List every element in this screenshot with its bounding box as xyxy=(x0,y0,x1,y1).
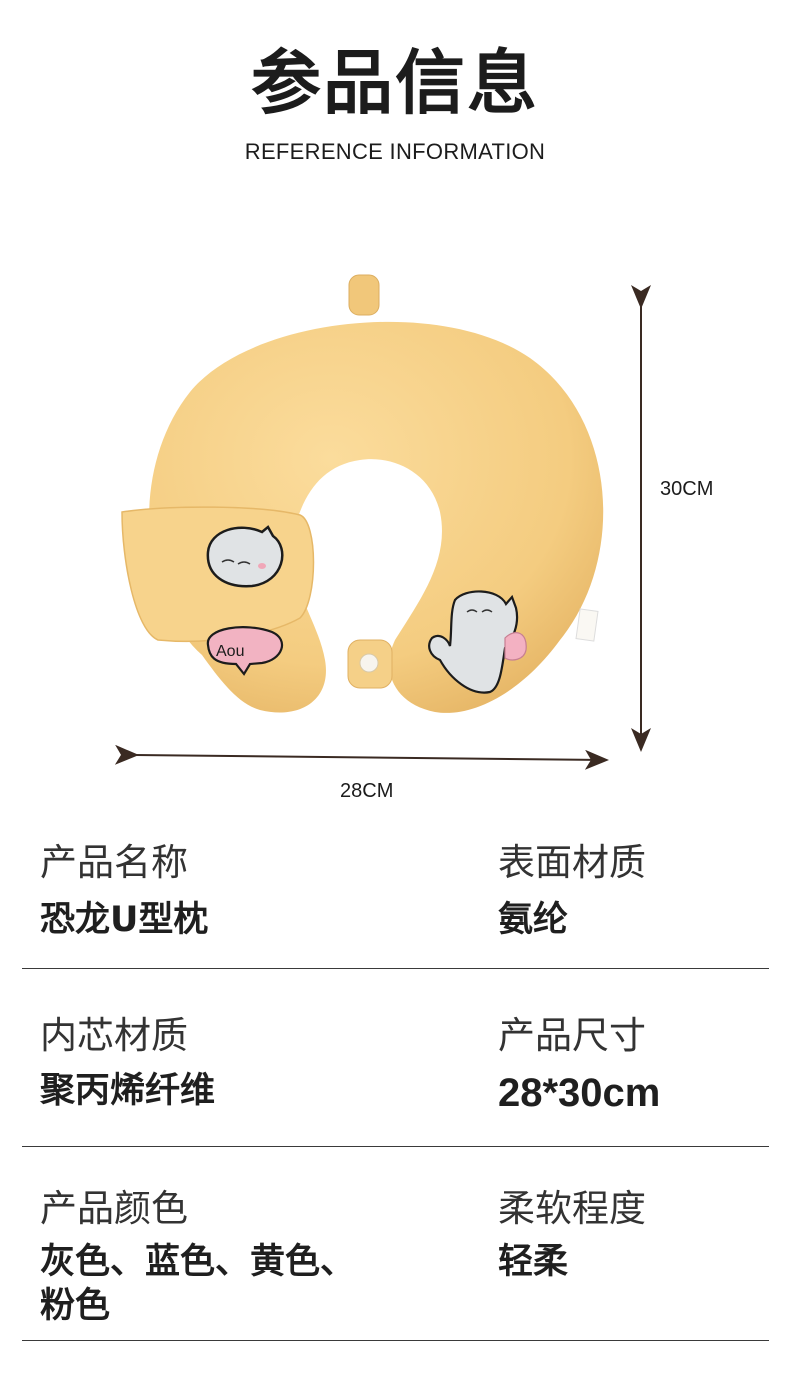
page-title: 参品信息 xyxy=(251,42,539,124)
height-label: 30CM xyxy=(660,478,714,500)
pillow-loop xyxy=(348,274,380,316)
bubble-text: Aou xyxy=(216,643,244,660)
spec-label-softness: 柔软程度 xyxy=(498,1187,646,1230)
speech-bubble-patch: Aou xyxy=(206,626,284,676)
spec-label-core: 内芯材质 xyxy=(40,1014,188,1057)
spec-value-core: 聚丙烯纤维 xyxy=(40,1071,216,1111)
spec-value-name: 恐龙U型枕 xyxy=(40,900,209,940)
width-arrow xyxy=(114,744,609,770)
pillow-button xyxy=(359,653,379,673)
spec-row-name-material: 产品名称 恐龙U型枕 表面材质 氨纶 xyxy=(22,835,769,969)
width-label: 28CM xyxy=(340,780,394,802)
spec-value-size: 28*30cm xyxy=(498,1071,661,1115)
spec-label-size: 产品尺寸 xyxy=(498,1014,646,1057)
u-pillow-image: Aou xyxy=(114,274,651,770)
spec-label-surface: 表面材质 xyxy=(498,841,646,884)
spec-value-color: 灰色、蓝色、黄色、 粉色 xyxy=(40,1242,356,1326)
spec-row-color-softness: 产品颜色 灰色、蓝色、黄色、 粉色 柔软程度 轻柔 xyxy=(22,1183,769,1341)
spec-row-core-size: 内芯材质 聚丙烯纤维 产品尺寸 28*30cm xyxy=(22,1010,769,1147)
dino-patch-small xyxy=(206,525,284,588)
spec-label-color: 产品颜色 xyxy=(40,1187,188,1230)
pillow-tag xyxy=(575,608,599,642)
spec-value-softness: 轻柔 xyxy=(498,1242,569,1282)
dino-patch-large xyxy=(428,590,527,694)
spec-label-name: 产品名称 xyxy=(40,841,188,884)
page-subtitle: REFERENCE INFORMATION xyxy=(244,139,546,164)
spec-value-surface: 氨纶 xyxy=(498,900,569,940)
